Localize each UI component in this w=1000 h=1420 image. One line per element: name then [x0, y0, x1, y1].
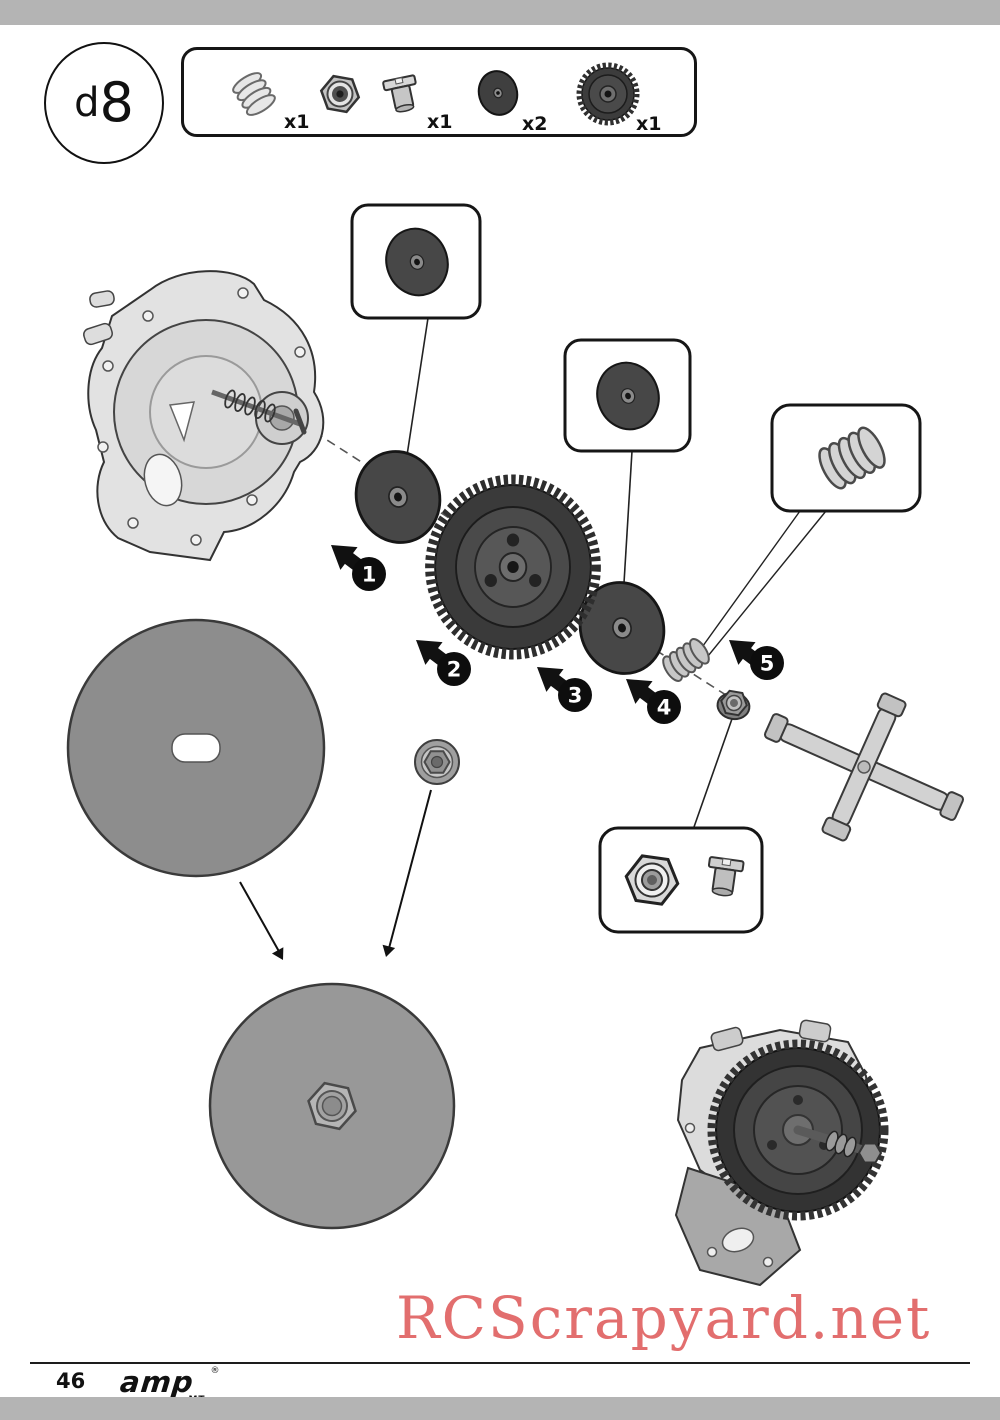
step-marker-1: 1: [322, 533, 386, 591]
gear-teeth: [425, 474, 601, 660]
step-number-badge: [647, 690, 681, 724]
callout-slipper-pad-2: [563, 338, 692, 453]
spur-gear-icon: [576, 62, 640, 126]
spur-gear-qty: x1: [636, 113, 661, 134]
step-marker-5: 5: [720, 628, 784, 680]
wheel-hex-hole: [171, 733, 221, 763]
drive-pin: [293, 408, 307, 435]
assembled-transmission: [674, 1019, 889, 1287]
slipper-pad-qty: x2: [522, 113, 547, 134]
callout-lock-nut-image: [624, 854, 680, 906]
step-number-badge: [558, 678, 592, 712]
parts-box-contents: x1 x1 x2: [232, 62, 661, 134]
spring-callout-pointer-b: [707, 510, 827, 657]
step-marker-4: 4: [617, 667, 681, 724]
nut-callout-pointer: [693, 715, 734, 828]
step-number: 3: [568, 684, 583, 708]
step-number: 2: [447, 658, 462, 682]
footer-divider: [30, 1362, 970, 1364]
step-number-badge: [437, 652, 471, 686]
slipper-spring: [662, 638, 710, 682]
transmission-case: [83, 270, 325, 562]
bottom-margin-bar: [0, 1397, 1000, 1420]
slipper-pad-1: [342, 439, 454, 555]
callout-nut-bushing: [598, 826, 764, 934]
callout-spring-image: [818, 426, 886, 490]
case-oval-opening: [143, 453, 183, 507]
step-number-badge: [352, 557, 386, 591]
spring-callout-pointer-a: [699, 510, 801, 651]
brand-logo: amp ® MT: [116, 1365, 220, 1405]
step-marker-2: 2: [407, 628, 471, 686]
page-number: 46: [56, 1369, 86, 1393]
step-number-badge: [750, 646, 784, 680]
assembled-screws: [684, 1122, 774, 1268]
hex-coupler: [857, 1142, 883, 1164]
step-marker-3: 3: [528, 655, 592, 712]
watermark: RCScrapyard.net: [396, 1284, 932, 1352]
top-margin-bar: [0, 0, 1000, 25]
step-number: 1: [362, 563, 377, 587]
lock-nut-icon: [319, 74, 361, 114]
spring-qty: x1: [284, 111, 309, 133]
step-badge-number: 8: [99, 71, 134, 134]
callout-slipper-pad-1: [350, 203, 482, 320]
case-screw-holes: [97, 287, 306, 546]
case-triangle-mark: [168, 401, 196, 443]
registered-mark: ®: [210, 1366, 220, 1376]
assembly-arrow-disc: [239, 881, 289, 964]
step-number: 5: [760, 652, 775, 676]
callout-slipper-spring: [770, 403, 922, 513]
topshaft: [211, 389, 307, 435]
callout-bushing-image: [707, 856, 745, 897]
slipper-spring-icon: [232, 72, 276, 116]
axis-lock-nut: [716, 689, 751, 721]
callout2-pointer: [623, 450, 633, 584]
flanged-nut-top-view: [414, 739, 460, 785]
parts-box: x1 x1 x2: [181, 47, 697, 137]
flanged-bushing-icon: [382, 74, 417, 113]
wheel-nut: [307, 1081, 357, 1131]
step-badge-prefix: d: [74, 80, 100, 126]
flanged-bushing-qty: x1: [427, 111, 452, 133]
spur-gear: [425, 474, 601, 660]
wheel-disc-upper: [66, 618, 326, 878]
cross-wrench: [763, 692, 965, 842]
slipper-pad-icon: [477, 70, 519, 116]
callout1-pointer: [405, 317, 429, 463]
assembly-arrow-nut: [379, 789, 432, 959]
step-number: 4: [657, 696, 672, 720]
wheel-disc-lower: [208, 982, 456, 1230]
